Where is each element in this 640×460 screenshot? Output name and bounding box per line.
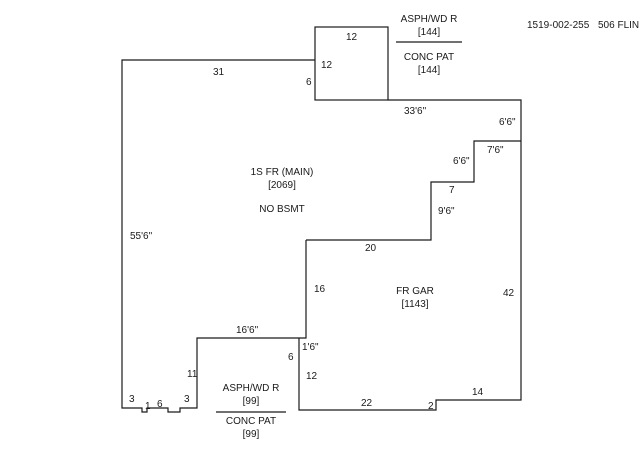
garage-area-sqft: [1143] <box>401 299 429 310</box>
top-porch-rect <box>314 26 389 101</box>
dim-garage-left: 16 <box>314 284 326 295</box>
interior-step-line <box>306 140 521 241</box>
main-area-label: 1S FR (MAIN) <box>250 167 314 178</box>
dim-notch-rise: 7'6" <box>487 145 504 156</box>
parcel-id: 1519-002-255 <box>527 20 590 31</box>
top-patio-sqft-1: [144] <box>417 27 441 38</box>
dim-garage-top: 20 <box>365 243 377 254</box>
bottom-patio-sqft-1: [99] <box>242 396 260 407</box>
dim-step-seven: 7 <box>449 185 455 196</box>
dim-bottom-left-3a: 3 <box>129 394 135 405</box>
dim-lower-twelve: 12 <box>306 371 318 382</box>
main-house-outline <box>121 59 315 413</box>
main-area-sqft: [2069] <box>268 180 296 191</box>
dim-left-wall: 55'6" <box>130 231 153 242</box>
dim-bottom-left-1: 1 <box>145 401 151 412</box>
top-patio-label-2: CONC PAT <box>403 52 455 63</box>
dim-bottom-left-6: 6 <box>157 399 163 410</box>
dim-porch-inner: 12 <box>321 60 333 71</box>
dim-top-wall: 31 <box>213 67 225 78</box>
main-area-note: NO BSMT <box>259 204 305 215</box>
dim-lower-run: 16'6" <box>236 325 259 336</box>
dim-bottom-2: 2 <box>428 401 434 412</box>
dim-lower-rise: 1'6" <box>302 342 319 353</box>
dim-bottom-14: 14 <box>472 387 484 398</box>
dim-lower-eleven: 11 <box>187 369 198 380</box>
dim-porch-top: 12 <box>346 32 358 43</box>
top-patio-label-1: ASPH/WD R <box>400 14 458 25</box>
dim-right-wall: 42 <box>503 288 515 299</box>
bottom-patio-label-1: ASPH/WD R <box>222 383 280 394</box>
bottom-patio-sqft-2: [99] <box>242 429 260 440</box>
garage-area-label: FR GAR <box>396 286 434 297</box>
top-patio-sqft-2: [144] <box>417 65 441 76</box>
property-address: 506 FLIN <box>598 20 640 31</box>
dim-right-upper-step: 6'6" <box>499 117 516 128</box>
dim-bottom-22: 22 <box>361 398 373 409</box>
dim-notch-run: 6'6" <box>453 156 470 167</box>
dim-porch-side: 6 <box>306 77 312 88</box>
garage-outline <box>298 99 522 411</box>
bottom-patio-label-2: CONC PAT <box>225 416 277 427</box>
dim-step-rise: 9'6" <box>438 206 455 217</box>
dim-right-top-run: 33'6" <box>404 106 427 117</box>
dim-bottom-left-3b: 3 <box>184 394 190 405</box>
dim-lower-six: 6 <box>288 352 294 363</box>
